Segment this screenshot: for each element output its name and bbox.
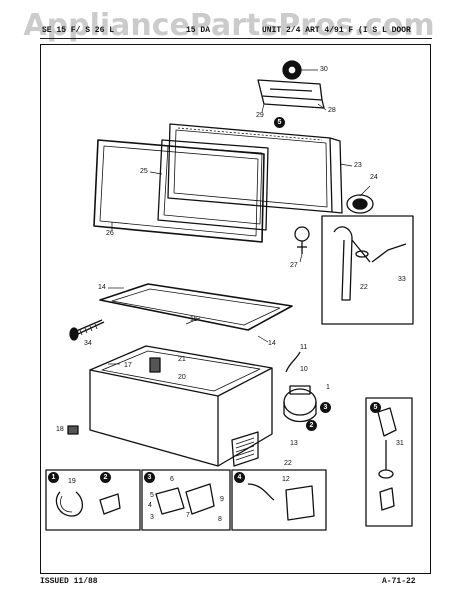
callout-7: 7 — [186, 512, 190, 519]
callout-28: 28 — [328, 107, 336, 114]
inset-lid-stay — [321, 215, 414, 325]
callout-8: 8 — [218, 516, 222, 523]
door-outer-panel — [167, 123, 343, 214]
callout-19: 19 — [68, 478, 76, 485]
lock-cylinder — [294, 226, 310, 254]
detail-panels — [45, 469, 327, 531]
callout-20: 20 — [178, 374, 186, 381]
header-title: UNIT 2/4 ART 4/91 F (I S L DOOR — [262, 26, 411, 35]
header-code: 15 DA — [186, 26, 211, 35]
callout-27: 27 — [290, 262, 298, 269]
callout-15: 15 — [190, 316, 198, 323]
inset-light-assembly — [365, 397, 413, 527]
callout-14: 14 — [268, 340, 276, 347]
callout-12: 12 — [282, 476, 290, 483]
callout-33: 33 — [398, 276, 406, 283]
condenser-grille — [231, 431, 259, 467]
callout-circled-3: 3 — [320, 402, 331, 413]
callout-circled-2: 2 — [306, 420, 317, 431]
cabinet-body — [89, 345, 273, 467]
door-gasket — [93, 139, 265, 243]
callout-21: 21 — [178, 356, 186, 363]
header-rule — [40, 38, 432, 39]
callout-9: 9 — [220, 496, 224, 503]
panel-tag-2: 2 — [100, 472, 111, 483]
callout-26: 26 — [106, 230, 114, 237]
hinge-assembly — [257, 60, 325, 109]
compressor — [283, 351, 317, 423]
panel-tag-1: 1 — [48, 472, 59, 483]
callout-13: 13 — [290, 440, 298, 447]
callout-24: 24 — [370, 174, 378, 181]
door-handle — [346, 194, 374, 214]
diagram-frame — [40, 44, 431, 574]
issued-date: ISSUED 11/88 — [40, 577, 98, 586]
callout-3: 3 — [150, 514, 154, 521]
panel-tag-4: 4 — [234, 472, 245, 483]
callout-5: 5 — [150, 492, 154, 499]
callout-1: 1 — [326, 384, 330, 391]
panel-tag-3: 3 — [144, 472, 155, 483]
callout-4: 4 — [148, 502, 152, 509]
leveling-foot — [67, 425, 79, 435]
callout-34: 34 — [84, 340, 92, 347]
callout-31: 31 — [396, 440, 404, 447]
callout-6: 6 — [170, 476, 174, 483]
callout-30: 30 — [320, 66, 328, 73]
callout-10: 10 — [300, 366, 308, 373]
callout-22: 22 — [360, 284, 368, 291]
page-number: A-71-22 — [382, 577, 416, 586]
callout-circled-5: 5 — [274, 117, 285, 128]
cabinet-top-gasket — [99, 283, 293, 331]
callout-25: 25 — [140, 168, 148, 175]
callout-11: 11 — [300, 344, 308, 351]
callout-17: 17 — [124, 362, 132, 369]
header-model: SE 15 F/ S 26 L — [42, 26, 115, 35]
callout-14-top: 14 — [98, 284, 106, 291]
callout-circled-5-right: 5 — [370, 402, 381, 413]
callout-23: 23 — [354, 162, 362, 169]
screw-34 — [69, 319, 105, 341]
callout-29: 29 — [256, 112, 264, 119]
callout-22-lower: 22 — [284, 460, 292, 467]
callout-18: 18 — [56, 426, 64, 433]
